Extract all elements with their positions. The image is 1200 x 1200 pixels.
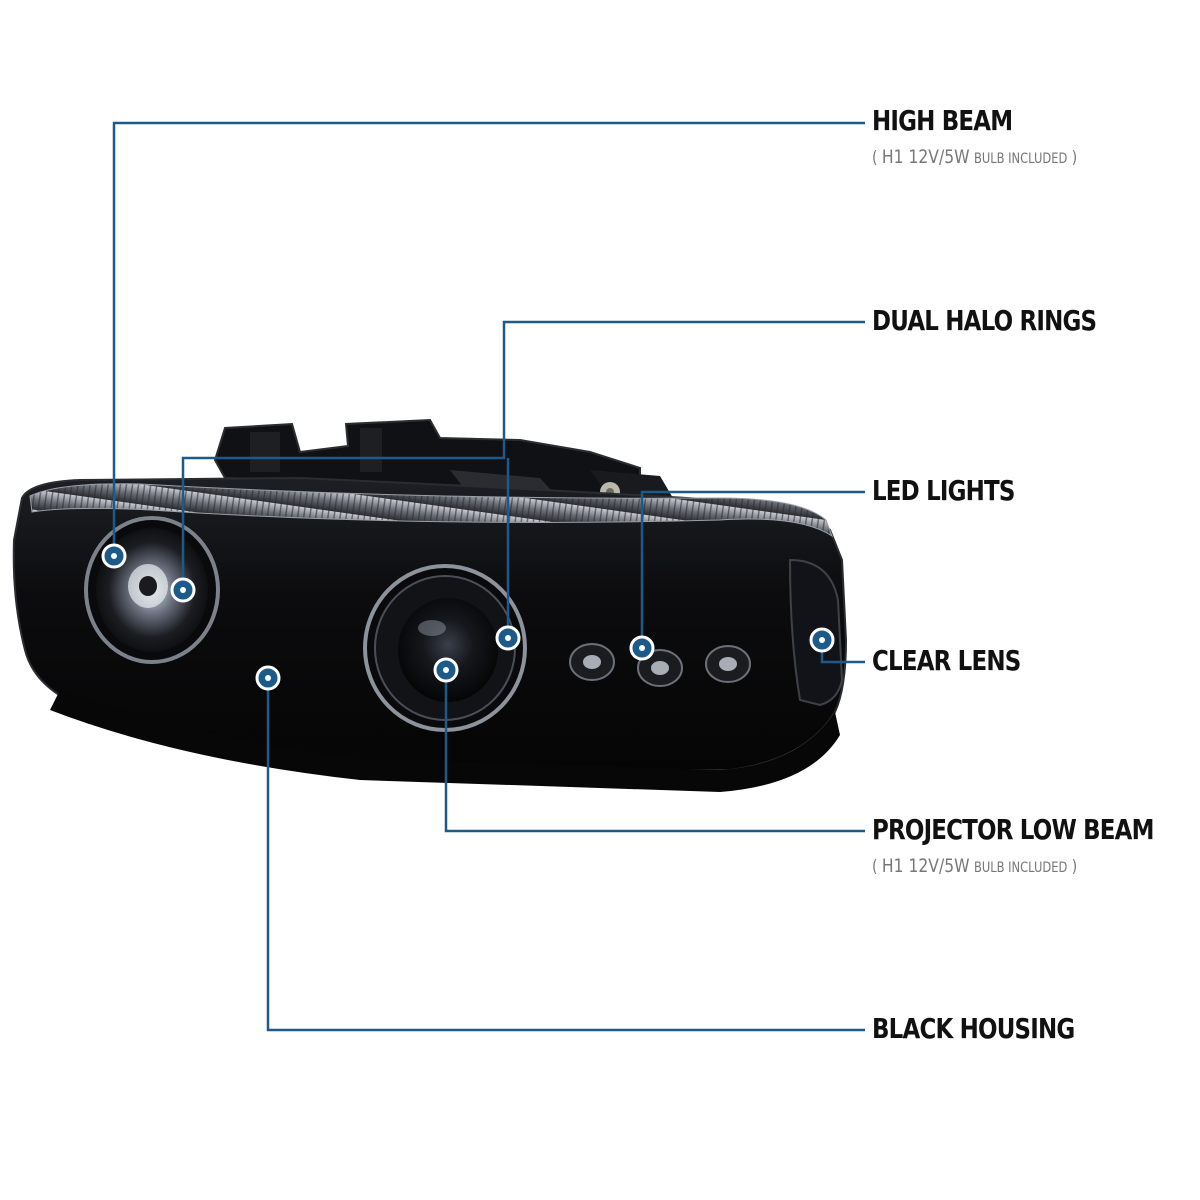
label-dual-halo-rings: DUAL HALO RINGS <box>872 304 1097 337</box>
label-clear-lens: CLEAR LENS <box>872 644 1021 677</box>
sub-close-paren: ) <box>1071 148 1078 168</box>
bulb-note: BULB INCLUDED <box>973 860 1068 876</box>
label-projector-low-beam: PROJECTOR LOW BEAM <box>872 813 1154 846</box>
dot-led-lights <box>629 635 655 661</box>
sub-close-paren: ) <box>1071 857 1078 877</box>
bulb-note: BULB INCLUDED <box>973 151 1068 167</box>
dot-projector-low <box>433 657 459 683</box>
headlight-assembly <box>12 418 848 792</box>
callout-leaders <box>112 121 865 1032</box>
leader-led-lights <box>640 490 865 648</box>
bulb-spec: H1 12V/5W <box>881 855 970 877</box>
callout-dots <box>101 543 835 691</box>
leader-high-beam <box>112 121 865 556</box>
label-led-lights: LED LIGHTS <box>872 474 1015 507</box>
leader-projector-low <box>444 670 865 833</box>
sublabel-projector-low-beam: ( H1 12V/5W BULB INCLUDED ) <box>872 855 1077 877</box>
light-strip <box>29 483 834 538</box>
dot-black-housing <box>255 665 281 691</box>
led-pods <box>569 643 751 687</box>
label-black-housing: BLACK HOUSING <box>872 1012 1075 1045</box>
bulb-spec: H1 12V/5W <box>881 146 970 168</box>
sub-open-paren: ( <box>872 857 878 877</box>
dot-dual-halo-left <box>170 577 196 603</box>
dot-dual-halo-right <box>495 625 521 651</box>
high-beam-reflector <box>84 516 220 664</box>
dot-high-beam <box>101 543 127 569</box>
projector-lens <box>363 564 527 732</box>
sublabel-high-beam: ( H1 12V/5W BULB INCLUDED ) <box>872 146 1077 168</box>
sub-open-paren: ( <box>872 148 878 168</box>
leader-black-housing <box>266 678 865 1032</box>
dot-clear-lens <box>809 627 835 653</box>
label-high-beam: HIGH BEAM <box>872 104 1013 137</box>
leader-dual-halo <box>181 320 865 590</box>
